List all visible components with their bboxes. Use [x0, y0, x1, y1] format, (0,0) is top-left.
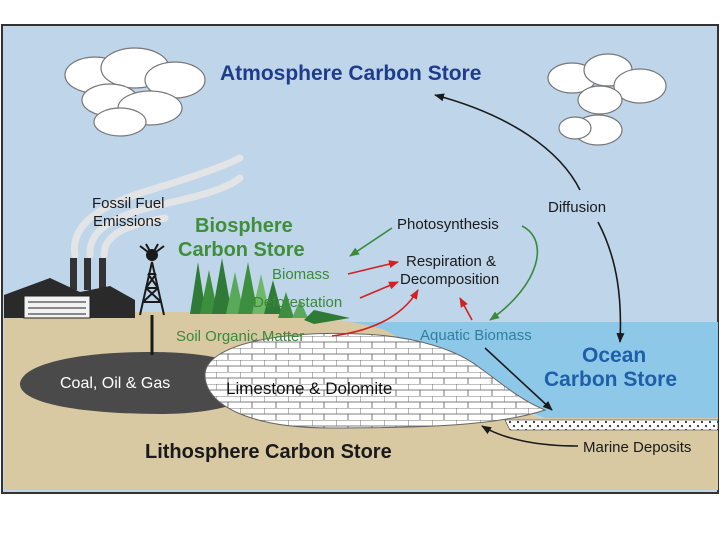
lithosphere-store-title: Lithosphere Carbon Store: [145, 441, 392, 463]
ocean-sediment-arrow: [484, 347, 553, 411]
photosynthesis-label: Photosynthesis: [397, 216, 499, 233]
ocean-store-title-line2: Carbon Store: [544, 368, 677, 391]
marine-deposits-layer: [504, 419, 719, 431]
deforestation-label: Deforestation: [253, 294, 342, 311]
coal-oil-gas-reservoir: [19, 352, 259, 414]
respiration-label-line1: Respiration &: [406, 253, 496, 270]
marine-deposits-arrow: [481, 425, 579, 447]
fossil-fuel-label-line2: Emissions: [93, 213, 161, 230]
diffusion-arrow-down: [597, 221, 625, 343]
factory-icon: [4, 258, 135, 319]
deforestation-arrow: [359, 281, 399, 299]
aquatic-respiration-arrow: [459, 297, 473, 321]
cloud-left-icon: [64, 47, 206, 137]
forest-icon: [190, 258, 350, 324]
cloud-right-icon: [547, 53, 667, 146]
marine-deposits-label: Marine Deposits: [583, 439, 691, 456]
limestone-dolomite-label: Limestone & Dolomite: [226, 379, 392, 398]
oil-derrick-icon: [139, 243, 165, 355]
diffusion-label: Diffusion: [548, 199, 606, 216]
limestone-dolomite-rock: [204, 332, 547, 429]
photosynthesis-aquatic-arrow: [489, 225, 539, 321]
aquatic-biomass-label: Aquatic Biomass: [420, 327, 532, 344]
soil-respiration-arrow: [331, 289, 419, 337]
biosphere-store-title-line2: Carbon Store: [178, 239, 305, 261]
coal-oil-gas-label: Coal, Oil & Gas: [60, 375, 170, 392]
smoke-icon: [70, 154, 244, 259]
biomass-label: Biomass: [272, 266, 330, 283]
biomass-respiration-arrow: [347, 260, 399, 275]
respiration-label-line2: Decomposition: [400, 271, 499, 288]
photosynthesis-arrow: [349, 227, 393, 257]
atmosphere-store-title: Atmosphere Carbon Store: [220, 62, 481, 85]
biosphere-store-title-line1: Biosphere: [195, 215, 293, 237]
fossil-fuel-label-line1: Fossil Fuel: [92, 195, 165, 212]
soil-organic-matter-label: Soil Organic Matter: [176, 328, 304, 345]
ocean-store-title-line1: Ocean: [582, 344, 646, 367]
diffusion-arrow-up: [434, 93, 581, 191]
